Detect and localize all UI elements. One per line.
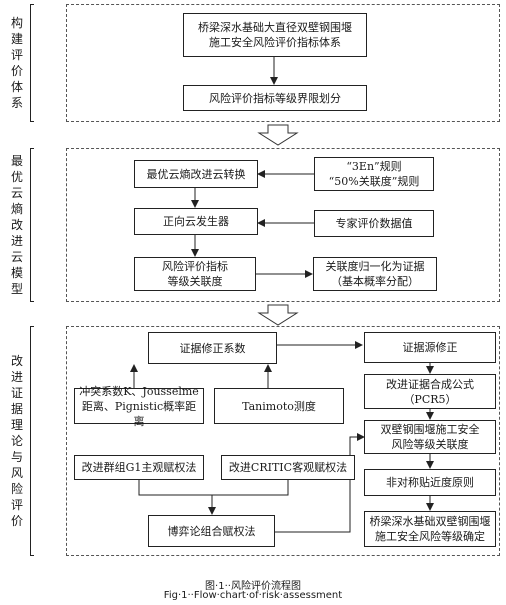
section-label-1: 构建评价体系 <box>8 4 26 122</box>
node-text-line: （基本概率分配） <box>331 275 419 288</box>
node-asym-closeness: 非对称贴近度原则 <box>364 469 496 496</box>
section-arrow-2 <box>257 304 299 326</box>
side-label-char: 与 <box>10 450 23 464</box>
node-normalize: 关联度归一化为证据 （基本概率分配） <box>313 257 437 291</box>
side-label-char: 改 <box>10 218 23 232</box>
node-text-line: 风险评价指标 <box>162 260 228 273</box>
side-label-char: 评 <box>10 48 23 62</box>
side-label-char: 最 <box>10 154 23 168</box>
node-text-line: 证据源修正 <box>402 341 458 354</box>
side-label-char: 优 <box>10 170 23 184</box>
side-label-char: 进 <box>10 234 23 248</box>
node-text-line: 冲突系数K、Jousselme <box>79 384 199 398</box>
figure-caption-en: Fig·1··Flow·chart·of·risk·assessment <box>163 590 343 601</box>
node-tanimoto: Tanimoto测度 <box>214 388 344 424</box>
section-arrow-1 <box>257 124 299 146</box>
side-label-char: 评 <box>10 498 23 512</box>
side-label-char: 模 <box>10 266 23 280</box>
connector-critic-to-game <box>212 480 289 496</box>
node-text-line: “50%关联度”规则 <box>328 175 420 188</box>
node-text-line: 最优云熵改进云转换 <box>146 167 246 181</box>
node-final: 桥梁深水基础双壁钢围堰施工安全风险等级确定 <box>364 511 496 547</box>
node-text-line: 证据修正系数 <box>179 341 246 355</box>
node-text-line: 双壁钢围堰施工安全 <box>380 423 480 436</box>
node-critic: 改进CRITIC客观赋权法 <box>221 455 355 480</box>
side-label-char: 价 <box>10 514 23 528</box>
node-rules: “3En”规则 “50%关联度”规则 <box>314 157 434 191</box>
node-text-line: （PCR5） <box>403 392 457 406</box>
section-frame-2 <box>66 148 500 302</box>
node-grade-assoc: 风险评价指标等级关联度 <box>134 257 256 291</box>
side-label-char: 价 <box>10 64 23 78</box>
side-label-char: 云 <box>10 186 23 200</box>
side-label-char: 改 <box>10 354 23 368</box>
side-label-char: 论 <box>10 434 23 448</box>
node-cofferdam-assoc: 双壁钢围堰施工安全风险等级关联度 <box>364 420 496 454</box>
side-label-char: 型 <box>10 282 23 296</box>
section-frame-1 <box>66 4 500 122</box>
section-frame-3 <box>66 326 500 556</box>
node-g1: 改进群组G1主观赋权法 <box>74 455 204 480</box>
node-text-line: “3En”规则 <box>346 160 402 173</box>
node-text-line: 桥梁深水基础双壁钢围堰 <box>369 515 491 528</box>
node-pcr5: 改进证据合成公式（PCR5） <box>364 374 496 409</box>
section-bracket-1 <box>30 4 34 122</box>
side-label-char: 建 <box>10 32 23 46</box>
node-expert-data: 专家评价数据值 <box>314 210 434 237</box>
node-source-correction: 证据源修正 <box>364 332 496 363</box>
node-text-line: 专家评价数据值 <box>335 217 413 230</box>
side-label-char: 险 <box>10 482 23 496</box>
side-label-char: 系 <box>10 96 23 110</box>
side-label-char: 证 <box>10 386 23 400</box>
node-text-line: 风险等级关联度 <box>391 438 469 451</box>
section-bracket-3 <box>30 326 34 556</box>
node-text-line: 施工安全风险评价指标体系 <box>209 36 341 49</box>
node-cloud-generator: 正向云发生器 <box>134 208 258 235</box>
node-text-line: 博弈论组合赋权法 <box>167 524 256 538</box>
side-label-char: 风 <box>10 466 23 480</box>
side-label-char: 熵 <box>10 202 23 216</box>
node-text-line: 非对称贴近度原则 <box>386 476 474 489</box>
node-text-line: 风险评价指标等级界限划分 <box>209 91 341 105</box>
node-index-system: 桥梁深水基础大直径双壁钢围堰施工安全风险评价指标体系 <box>183 13 367 57</box>
node-cloud-transform: 最优云熵改进云转换 <box>134 160 258 188</box>
section-label-2: 最优云熵改进云模型 <box>8 148 26 302</box>
node-text-line: 关联度归一化为证据 <box>325 260 425 273</box>
side-label-char: 体 <box>10 80 23 94</box>
node-text-line: 改进证据合成公式 <box>386 377 474 391</box>
side-label-char: 理 <box>10 418 23 432</box>
section-label-3: 改进证据理论与风险评价 <box>8 326 26 556</box>
side-label-char: 云 <box>10 250 23 264</box>
side-label-char: 构 <box>10 16 23 30</box>
connector-g1-to-game <box>138 480 216 515</box>
node-game-theory: 博弈论组合赋权法 <box>148 515 275 547</box>
figure-caption-cn: 图·1··风险评价流程图 <box>205 581 301 592</box>
node-text-line: Tanimoto测度 <box>242 399 316 413</box>
connector-game-to-assoc <box>275 433 365 533</box>
node-text-line: 改进CRITIC客观赋权法 <box>228 461 348 474</box>
node-text-line: 改进群组G1主观赋权法 <box>81 461 197 474</box>
node-text-line: 正向云发生器 <box>163 215 229 228</box>
node-grade-division: 风险评价指标等级界限划分 <box>183 85 367 111</box>
node-text-line: 距离、Pignistic概率距离 <box>81 399 197 428</box>
node-text-line: 等级关联度 <box>167 275 223 288</box>
side-label-char: 进 <box>10 370 23 384</box>
side-label-char: 据 <box>10 402 23 416</box>
section-bracket-2 <box>30 148 34 302</box>
node-correction-coef: 证据修正系数 <box>148 332 277 364</box>
node-text-line: 施工安全风险等级确定 <box>375 530 485 543</box>
node-text-line: 桥梁深水基础大直径双壁钢围堰 <box>198 21 352 34</box>
